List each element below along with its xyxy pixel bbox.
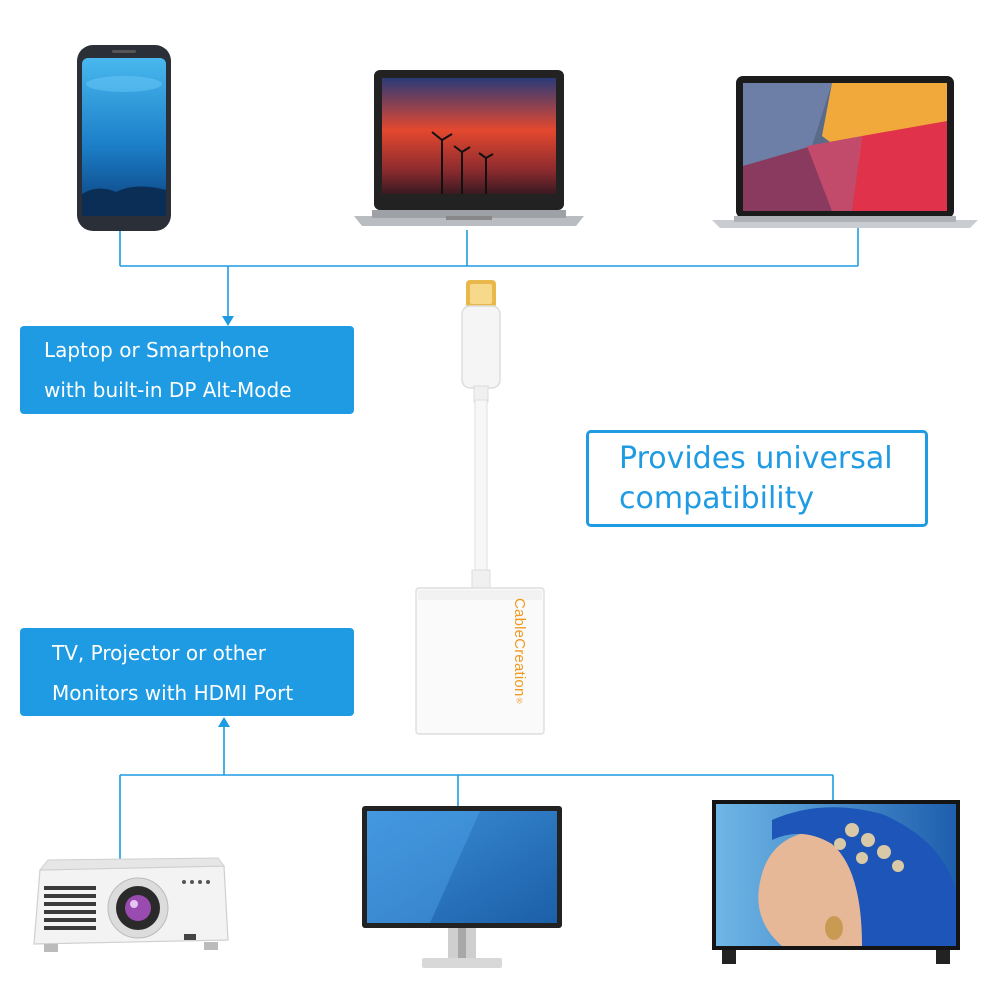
laptop-icon [354,70,584,226]
output-label-line-2: Monitors with HDMI Port [52,681,294,705]
source-devices-label: Laptop or Smartphone with built-in DP Al… [20,326,354,414]
brand-name: CableCreation [511,598,528,697]
smartphone-icon [77,45,171,231]
callout-line-2: compatibility [619,481,815,516]
source-label-line-2: with built-in DP Alt-Mode [44,378,292,402]
monitor-icon [362,806,562,968]
macbook-icon [712,76,978,228]
output-label-line-1: TV, Projector or other [52,641,266,665]
output-devices-label: TV, Projector or other Monitors with HDM… [20,628,354,716]
tv-icon [712,800,960,964]
usb-c-adapter [415,280,545,735]
callout-line-1: Provides universal [619,441,893,476]
projector-icon [33,857,229,952]
compatibility-callout: Provides universal compatibility [586,430,928,527]
brand-logo: CableCreation® [504,598,528,708]
source-label-line-1: Laptop or Smartphone [44,338,270,362]
trademark: ® [515,696,524,706]
